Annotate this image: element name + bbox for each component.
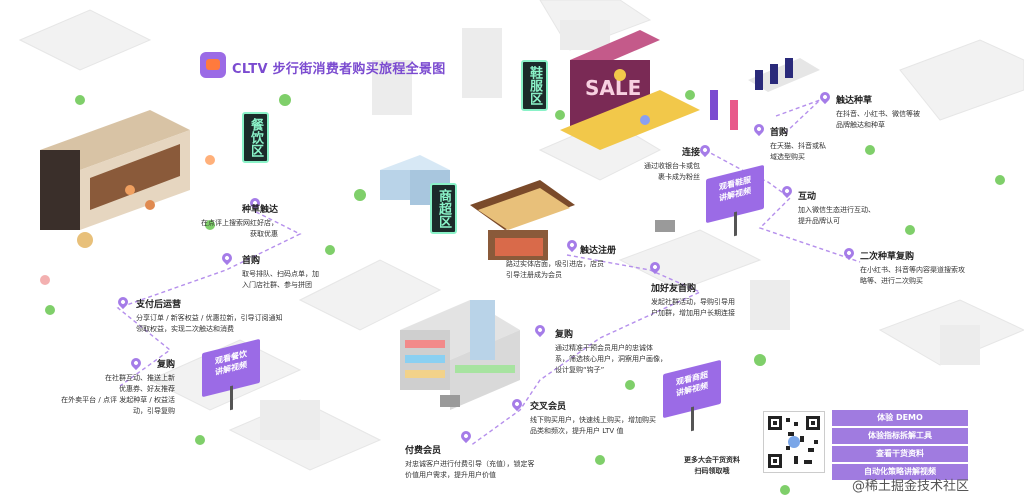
zone-shoes: 鞋服区 — [521, 60, 548, 111]
node-paid-member-title: 付费会员 — [405, 446, 442, 456]
qr-caption: 更多大会干货资料 扫码领取哦 — [684, 456, 740, 475]
node-interact-title: 互动 — [798, 192, 817, 202]
node-first-buy-right-title: 首购 — [770, 128, 789, 138]
node-second-seed: 二次种草复购 在小红书、抖音等内容渠道搜索攻 略等、进行二次购买 — [860, 252, 1010, 287]
node-paid-member-text: 对忠诚客户进行付费引导（充值），锁定客 价值用户需求，提升用户价值 — [405, 460, 535, 479]
node-first-buy-right-text: 在天猫、抖音或私 域选型购买 — [770, 142, 826, 161]
node-reach-register: 触达注册 路过实体店面，吸引进店，店员 引导注册成为会员 — [506, 246, 646, 281]
node-interact-text: 加入微信生态进行互动、 提升品牌认可 — [798, 206, 875, 225]
node-first-buy-text: 取号排队、扫码点单，加 入门店社群、参与拼团 — [242, 270, 319, 289]
node-repurchase-mid-text: 通过精准干预会员用户的忠诚体 系，筛选核心用户，洞察用户画像， 设计复购“钩子” — [555, 344, 667, 374]
node-first-buy: 首购 取号排队、扫码点单，加 入门店社群、参与拼团 — [242, 256, 352, 291]
node-post-pay-title: 支付后运营 — [136, 300, 182, 310]
node-second-seed-text: 在小红书、抖音等内容渠道搜索攻 略等、进行二次购买 — [860, 266, 965, 285]
btn-metric-tool[interactable]: 体验指标拆解工具 — [832, 428, 968, 444]
btn-demo[interactable]: 体验 DEMO — [832, 410, 968, 426]
svg-text:SALE: SALE — [585, 76, 641, 100]
node-seed-reach: 种草触达 在点评上搜索网红好店， 获取优惠 — [158, 205, 278, 240]
btn-strategy-video[interactable]: 自动化策略讲解视频 — [832, 464, 968, 480]
node-paid-member: 付费会员 对忠诚客户进行付费引导（充值），锁定客 价值用户需求，提升用户价值 — [405, 446, 575, 481]
node-repurchase-mid: 复购 通过精准干预会员用户的忠诚体 系，筛选核心用户，洞察用户画像， 设计复购“… — [555, 330, 695, 376]
node-seed-grass: 触达种草 在抖音、小红书、微信等被 品牌触达和种草 — [836, 96, 956, 131]
node-cross-member-title: 交叉会员 — [530, 402, 567, 412]
node-cross-member-text: 线下购买用户，快速线上购买，增加购买 品类和频次，提升用户 LTV 值 — [530, 416, 656, 435]
watermark: @稀土掘金技术社区 — [852, 479, 970, 494]
node-repurchase-left-title: 复购 — [156, 360, 175, 370]
node-seed-grass-text: 在抖音、小红书、微信等被 品牌触达和种草 — [836, 110, 920, 129]
node-connect-text: 通过收银台卡或包 裹卡成为粉丝 — [644, 162, 700, 181]
node-interact: 互动 加入微信生态进行互动、 提升品牌认可 — [798, 192, 908, 227]
node-first-buy-title: 首购 — [242, 256, 261, 266]
app-logo-icon — [200, 52, 226, 78]
node-reach-register-text: 路过实体店面，吸引进店，店员 引导注册成为会员 — [506, 260, 604, 279]
node-post-pay: 支付后运营 分享订单 / 新客权益 / 优惠拉新，引导订阅通知 领取权益，实现二… — [136, 300, 326, 335]
node-connect-title: 连接 — [681, 148, 700, 158]
node-add-friend-text: 发起社群活动，导购引导用 户加群，增加用户长期连接 — [651, 298, 735, 317]
node-repurchase-mid-title: 复购 — [555, 330, 574, 340]
node-post-pay-text: 分享订单 / 新客权益 / 优惠拉新，引导订阅通知 领取权益，实现二次触达和消费 — [136, 314, 283, 333]
node-repurchase-left-text: 在社群互动、推送上新 优惠券、好友推荐 在外卖平台 / 点评 发起种草 / 权益… — [61, 374, 175, 415]
node-cross-member: 交叉会员 线下购买用户，快速线上购买，增加购买 品类和频次，提升用户 LTV 值 — [530, 402, 675, 437]
page-title: CLTV 步行街消费者购买旅程全景图 — [232, 62, 446, 77]
node-connect: 连接 通过收银台卡或包 裹卡成为粉丝 — [626, 148, 700, 183]
btn-resources[interactable]: 查看干货资料 — [832, 446, 968, 462]
node-add-friend-title: 加好友首购 — [651, 284, 697, 294]
zone-food: 餐饮区 — [242, 112, 269, 163]
node-repurchase-left: 复购 在社群互动、推送上新 优惠券、好友推荐 在外卖平台 / 点评 发起种草 /… — [40, 360, 175, 417]
node-reach-register-title: 触达注册 — [580, 246, 617, 256]
qr-code-icon — [768, 416, 820, 468]
zone-market: 商超区 — [430, 183, 457, 234]
node-seed-reach-title: 种草触达 — [241, 205, 278, 215]
node-seed-reach-text: 在点评上搜索网红好店， 获取优惠 — [201, 219, 278, 238]
node-add-friend: 加好友首购 发起社群活动，导购引导用 户加群，增加用户长期连接 — [651, 284, 771, 319]
qr-code[interactable] — [763, 411, 825, 473]
node-first-buy-right: 首购 在天猫、抖音或私 域选型购买 — [770, 128, 860, 163]
node-second-seed-title: 二次种草复购 — [860, 252, 915, 262]
node-seed-grass-title: 触达种草 — [836, 96, 873, 106]
